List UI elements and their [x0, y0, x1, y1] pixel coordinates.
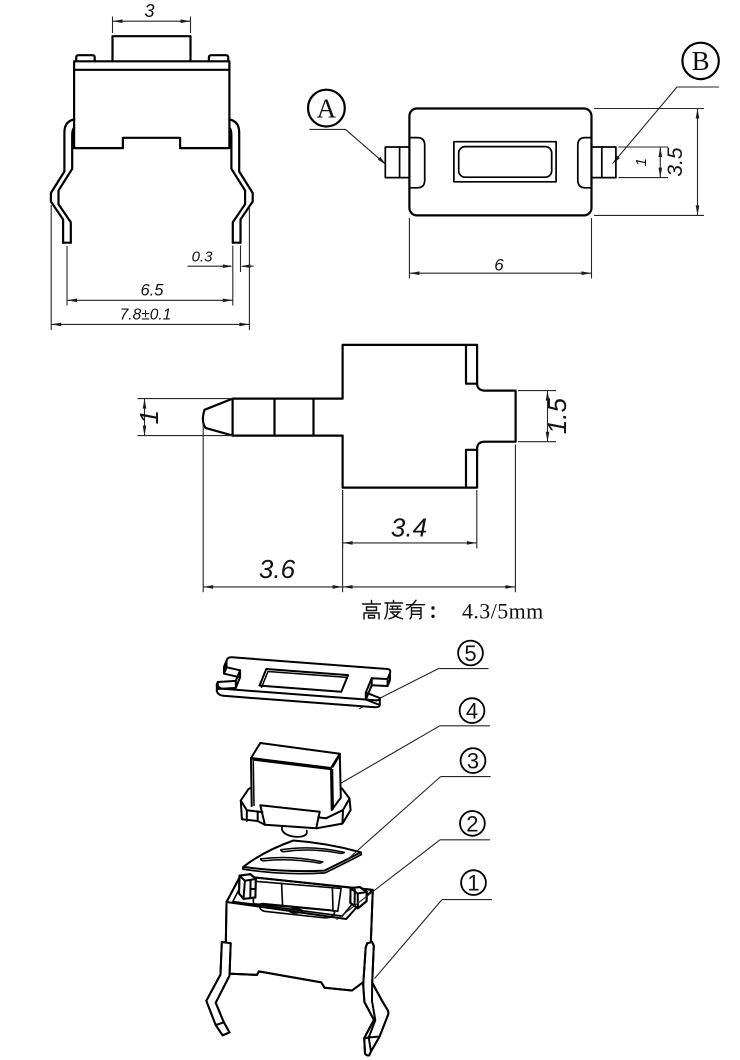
svg-text:0.3: 0.3	[192, 249, 214, 266]
svg-text:6.5: 6.5	[141, 282, 165, 300]
svg-text:6: 6	[494, 256, 504, 275]
svg-text:5: 5	[464, 641, 476, 666]
svg-text:3: 3	[144, 1, 154, 21]
svg-text:3.4: 3.4	[391, 513, 427, 543]
svg-text:4.3/5mm: 4.3/5mm	[462, 599, 544, 624]
svg-text:1: 1	[633, 158, 650, 166]
svg-text:2: 2	[466, 811, 478, 836]
svg-text:1: 1	[134, 410, 164, 424]
svg-text:1: 1	[467, 871, 479, 896]
svg-text:7.8±0.1: 7.8±0.1	[120, 307, 172, 324]
svg-text:B: B	[692, 46, 710, 76]
svg-text:3.6: 3.6	[259, 554, 296, 584]
svg-text:3: 3	[467, 749, 479, 774]
svg-text:A: A	[317, 93, 337, 123]
svg-text:1.5: 1.5	[542, 397, 572, 434]
svg-text:4: 4	[466, 699, 478, 724]
svg-text:3.5: 3.5	[664, 147, 687, 177]
